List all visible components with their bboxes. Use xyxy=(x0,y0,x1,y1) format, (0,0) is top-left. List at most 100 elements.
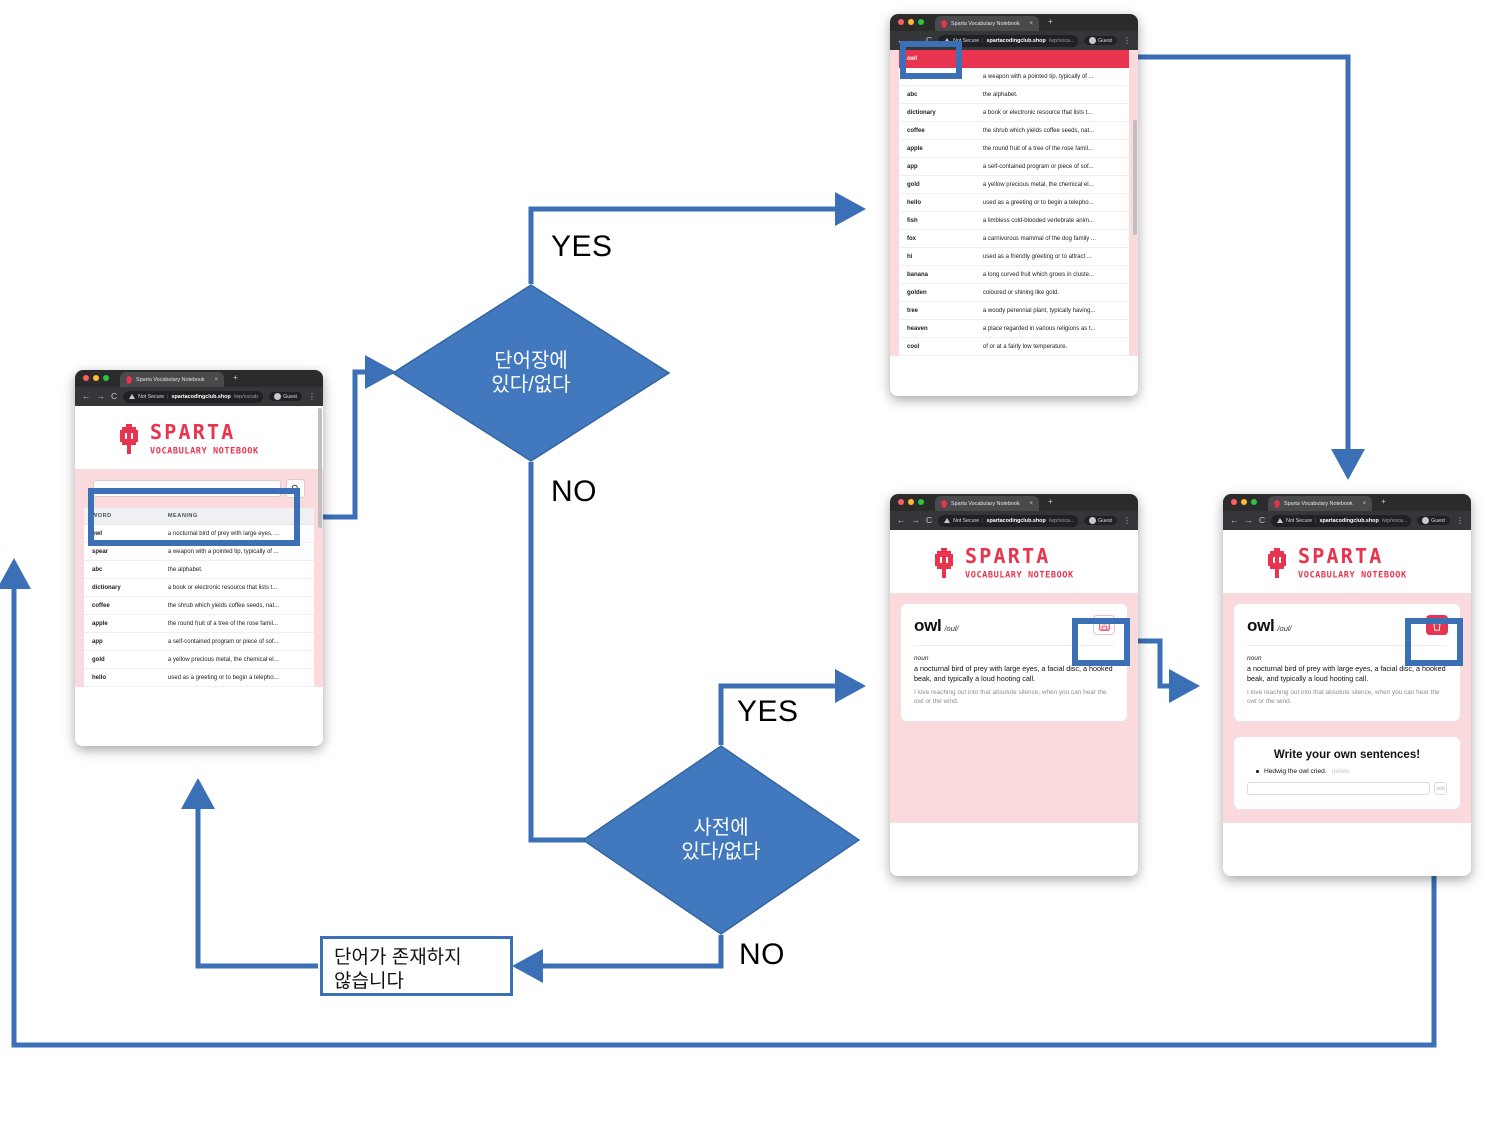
minimize-window-button[interactable] xyxy=(908,499,914,505)
maximize-window-button[interactable] xyxy=(918,499,924,505)
delete-word-button[interactable] xyxy=(1426,615,1448,635)
tab-close-icon[interactable]: × xyxy=(1362,500,1366,507)
traffic-lights[interactable] xyxy=(898,19,924,25)
delete-sentence-link[interactable]: delete xyxy=(1331,768,1350,776)
title-bar[interactable]: Sparta Vocabulary Notebook × + xyxy=(890,494,1138,511)
new-tab-icon[interactable]: + xyxy=(1048,17,1053,26)
minimize-window-button[interactable] xyxy=(93,375,99,381)
title-bar[interactable]: Sparta Vocabulary Notebook × + xyxy=(75,370,323,387)
back-icon[interactable]: ← xyxy=(1230,515,1239,526)
close-window-button[interactable] xyxy=(898,19,904,25)
close-window-button[interactable] xyxy=(83,375,89,381)
reload-icon[interactable]: C xyxy=(926,35,933,46)
address-bar[interactable]: Not Secure | spartacodingclub.shop /wp/v… xyxy=(123,390,264,403)
table-row-highlighted[interactable]: owl xyxy=(899,50,1129,68)
browser-window-word-saved[interactable]: Sparta Vocabulary Notebook × + ← → C Not… xyxy=(1223,494,1471,876)
browser-menu-icon[interactable]: ⋮ xyxy=(1456,515,1464,525)
browser-tab[interactable]: Sparta Vocabulary Notebook × xyxy=(935,16,1039,31)
forward-icon[interactable]: → xyxy=(911,515,921,526)
minimize-window-button[interactable] xyxy=(1241,499,1247,505)
minimize-window-button[interactable] xyxy=(908,19,914,25)
profile-button[interactable]: Guest xyxy=(1084,36,1117,45)
reload-icon[interactable]: C xyxy=(1259,515,1266,526)
reload-icon[interactable]: C xyxy=(111,391,118,402)
not-secure-label: Not Secure xyxy=(138,393,165,400)
traffic-lights[interactable] xyxy=(1231,499,1257,505)
new-tab-icon[interactable]: + xyxy=(1048,497,1053,506)
browser-menu-icon[interactable]: ⋮ xyxy=(1123,35,1131,45)
save-word-button[interactable] xyxy=(1093,615,1115,635)
traffic-lights[interactable] xyxy=(898,499,924,505)
close-window-button[interactable] xyxy=(1231,499,1237,505)
maximize-window-button[interactable] xyxy=(1251,499,1257,505)
url-host: spartacodingclub.shop xyxy=(171,393,231,400)
browser-tab[interactable]: Sparta Vocabulary Notebook × xyxy=(935,496,1039,511)
address-bar[interactable]: Not Secure | spartacodingclub.shop /wp/v… xyxy=(938,34,1079,47)
forward-icon[interactable]: → xyxy=(1244,515,1254,526)
back-icon[interactable]: ← xyxy=(82,391,91,402)
browser-window-word-detail[interactable]: Sparta Vocabulary Notebook × + ← → C Not… xyxy=(890,494,1138,876)
page-scrollbar[interactable] xyxy=(318,408,322,528)
close-window-button[interactable] xyxy=(898,499,904,505)
profile-button[interactable]: Guest xyxy=(1417,516,1450,525)
back-icon[interactable]: ← xyxy=(897,515,906,526)
cell-word: heaven xyxy=(899,319,975,338)
forward-icon[interactable]: → xyxy=(911,35,921,46)
browser-menu-icon[interactable]: ⋮ xyxy=(308,391,316,401)
tab-close-icon[interactable]: × xyxy=(1029,20,1033,27)
search-input[interactable] xyxy=(93,480,281,497)
tab-close-icon[interactable]: × xyxy=(214,376,218,383)
title-bar[interactable]: Sparta Vocabulary Notebook × + xyxy=(890,14,1138,31)
maximize-window-button[interactable] xyxy=(918,19,924,25)
add-sentence-button[interactable]: add xyxy=(1434,782,1447,796)
address-bar[interactable]: Not Secure | spartacodingclub.shop /wp/v… xyxy=(938,514,1079,527)
new-tab-icon[interactable]: + xyxy=(1381,497,1386,506)
browser-window-vocabulary-list[interactable]: Sparta Vocabulary Notebook × + ← → C Not… xyxy=(75,370,323,746)
new-tab-icon[interactable]: + xyxy=(233,373,238,382)
browser-tab[interactable]: Sparta Vocabulary Notebook × xyxy=(1268,496,1372,511)
forward-icon[interactable]: → xyxy=(96,391,106,402)
favicon-icon xyxy=(1274,499,1280,508)
profile-button[interactable]: Guest xyxy=(1084,516,1117,525)
page-viewport: SPARTA VOCABULARY NOTEBOOK owl /oul/ nou… xyxy=(890,530,1138,876)
profile-button[interactable]: Guest xyxy=(269,392,302,401)
maximize-window-button[interactable] xyxy=(103,375,109,381)
browser-menu-icon[interactable]: ⋮ xyxy=(1123,515,1131,525)
page-scrollbar[interactable] xyxy=(1133,120,1137,235)
address-bar[interactable]: Not Secure | spartacodingclub.shop /wp/v… xyxy=(1271,514,1412,527)
title-bar[interactable]: Sparta Vocabulary Notebook × + xyxy=(1223,494,1471,511)
browser-tab[interactable]: Sparta Vocabulary Notebook × xyxy=(120,372,224,387)
new-sentence-input[interactable] xyxy=(1247,782,1430,796)
reload-icon[interactable]: C xyxy=(926,515,933,526)
traffic-lights[interactable] xyxy=(83,375,109,381)
back-icon[interactable]: ← xyxy=(897,35,906,46)
browser-window-word-found[interactable]: Sparta Vocabulary Notebook × + ← → C Not… xyxy=(890,14,1138,396)
search-button[interactable] xyxy=(286,479,305,498)
tab-close-icon[interactable]: × xyxy=(1029,500,1033,507)
